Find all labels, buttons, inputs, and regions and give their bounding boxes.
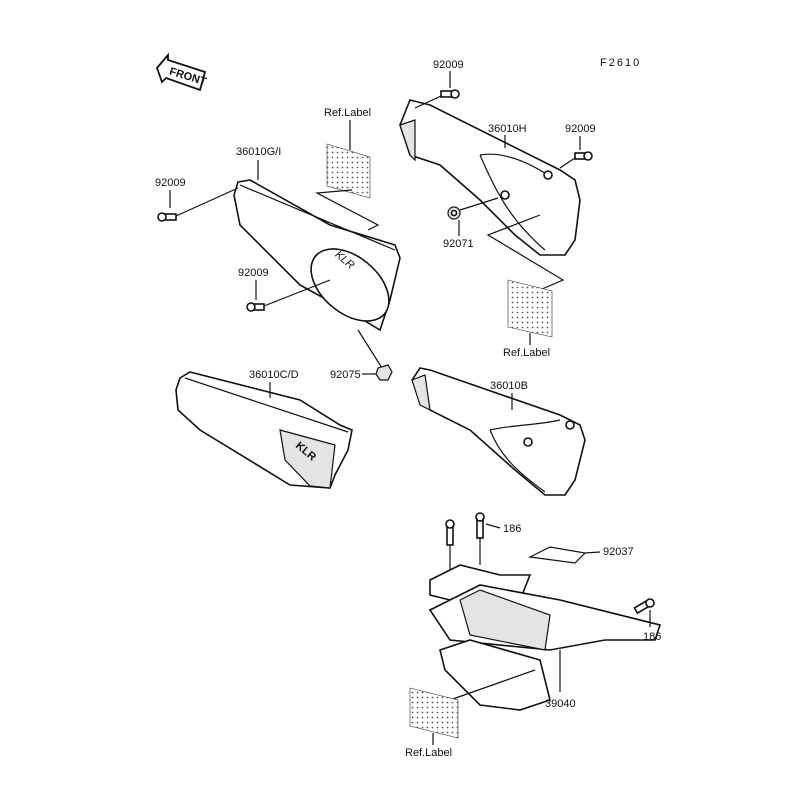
reference-label-sheet: [507, 279, 553, 338]
bolt-186-a[interactable]: [445, 519, 455, 546]
reference-label-sheet: [409, 687, 459, 739]
side-cover-36010cd[interactable]: KLR: [175, 371, 353, 489]
part-number: 36010H: [488, 123, 527, 135]
nut-92075[interactable]: [375, 364, 393, 381]
part-number: Ref.Label: [405, 747, 452, 759]
bolt-92009-mid[interactable]: [246, 302, 265, 312]
part-number: 186: [503, 523, 521, 535]
part-number: 39040: [545, 698, 576, 710]
part-number: 92009: [433, 59, 464, 71]
part-number: 92071: [443, 238, 474, 250]
bolt-92009-left[interactable]: [157, 212, 177, 222]
part-number: 92009: [238, 267, 269, 279]
front-arrow-icon: FRONT: [155, 52, 208, 92]
grommet-92071[interactable]: [447, 206, 461, 220]
part-number: Ref.Label: [503, 347, 550, 359]
part-number: 92075: [330, 369, 361, 381]
guard-39040[interactable]: [428, 564, 662, 711]
side-cover-36010gi[interactable]: KLR: [233, 179, 402, 335]
bolt-186-right[interactable]: [633, 598, 655, 615]
part-number: 36010C/D: [249, 369, 299, 381]
bolt-92009-right[interactable]: [574, 151, 593, 161]
side-cover-36010h[interactable]: [399, 99, 581, 256]
part-number: 36010G/I: [236, 146, 281, 158]
clip-92037[interactable]: [527, 546, 587, 564]
side-cover-36010b[interactable]: [411, 367, 586, 496]
bolt-186-b[interactable]: [475, 512, 485, 539]
part-number: 92009: [155, 177, 186, 189]
part-number: 92037: [603, 546, 634, 558]
part-number: 92009: [565, 123, 596, 135]
part-number: 186: [643, 631, 661, 643]
diagram-code: F2610: [600, 57, 641, 69]
part-number: Ref.Label: [324, 107, 371, 119]
part-number: 36010B: [490, 380, 528, 392]
reference-label-sheet: [326, 143, 371, 199]
bolt-92009-top[interactable]: [440, 89, 460, 99]
